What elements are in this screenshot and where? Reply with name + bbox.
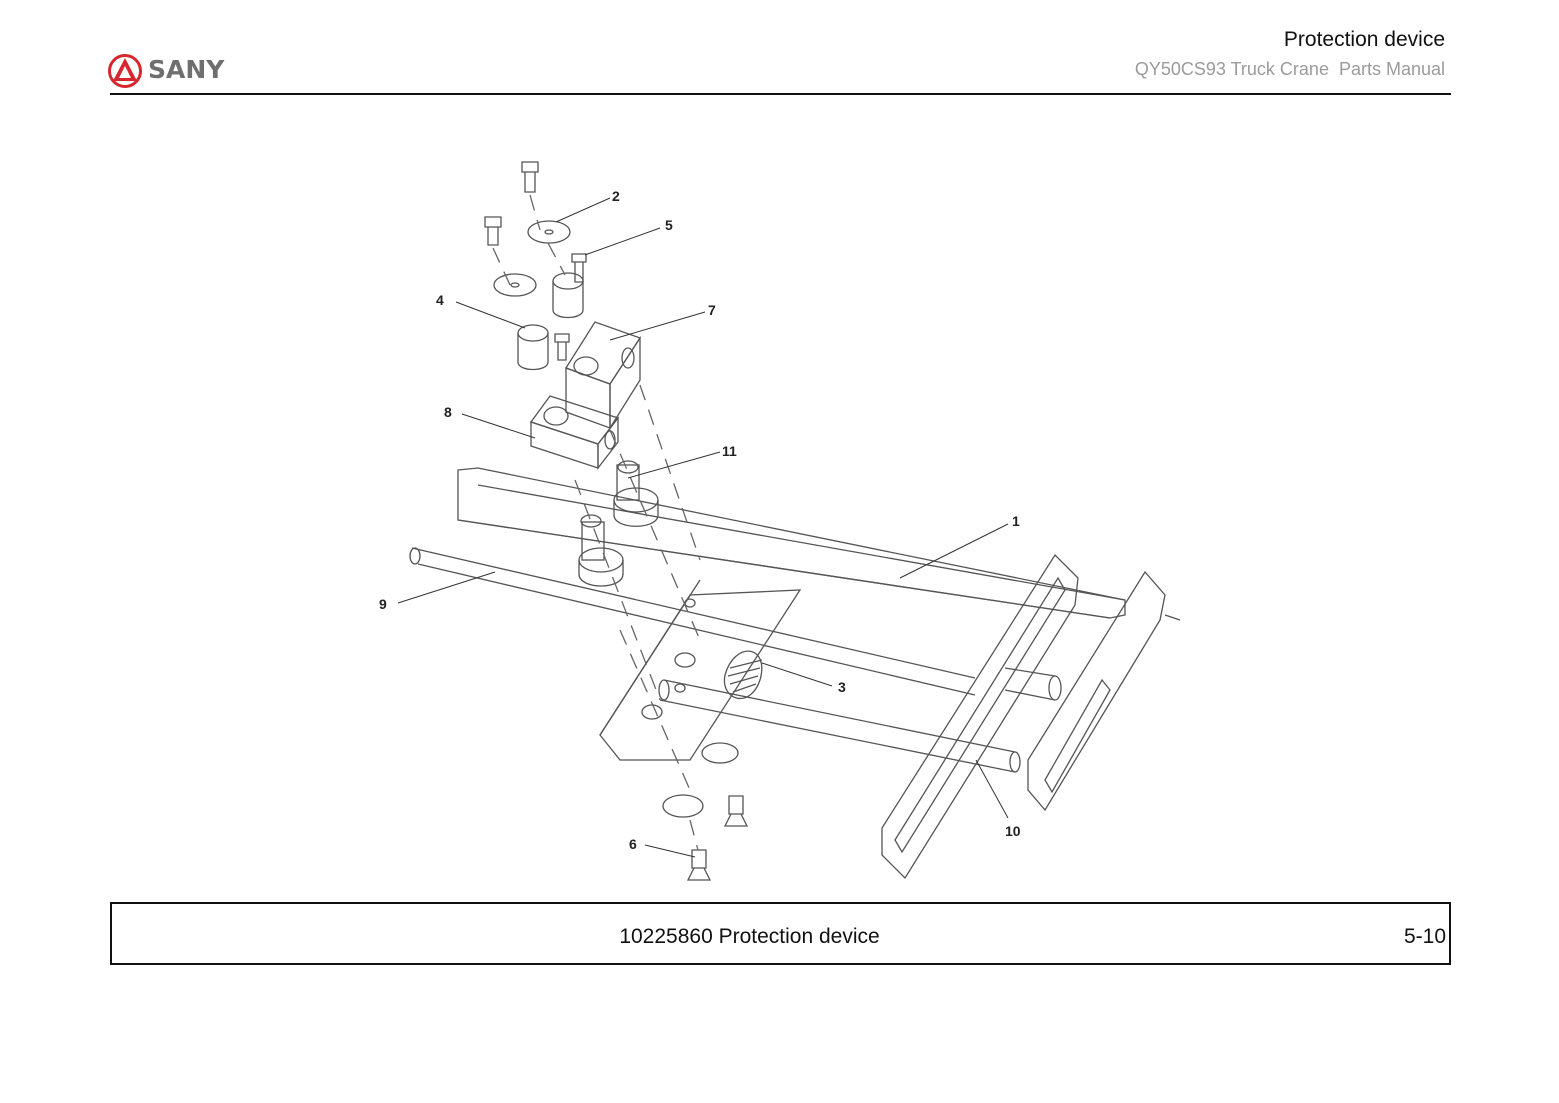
sany-triangle-icon xyxy=(108,54,142,88)
header-divider xyxy=(110,93,1451,95)
bushing-lower xyxy=(578,514,624,587)
callout-1: 1 xyxy=(1012,513,1020,529)
rod-9 xyxy=(411,547,976,696)
callout-11: 11 xyxy=(722,443,737,459)
callout-8: 8 xyxy=(444,404,452,420)
sany-logo: SANY xyxy=(108,51,236,91)
bolt-top-2 xyxy=(484,216,502,246)
block-8 xyxy=(529,395,620,470)
bolt-6 xyxy=(686,849,712,881)
manual-subtitle: QY50CS93 Truck Crane Parts Manual xyxy=(1134,59,1445,79)
bottom-bracket xyxy=(599,589,802,761)
main-frame-plate xyxy=(457,467,1126,619)
callout-7: 7 xyxy=(708,302,716,318)
spring-3 xyxy=(723,650,763,700)
callout-9: 9 xyxy=(379,596,387,612)
callout-6: 6 xyxy=(629,836,637,852)
washer-2 xyxy=(527,220,571,244)
washer-upper-left xyxy=(493,273,537,297)
bolt-lower xyxy=(723,795,749,827)
page-number: 5-10 xyxy=(1403,925,1446,948)
washer-lower-2 xyxy=(662,794,704,818)
brand-name: SANY xyxy=(148,55,225,84)
screw-mid xyxy=(554,333,570,361)
sleeve-upper xyxy=(552,272,584,319)
callout-4: 4 xyxy=(436,292,444,308)
page-title: Protection device xyxy=(1283,28,1445,51)
block-7 xyxy=(565,321,641,431)
end-plate-10 xyxy=(881,553,1079,880)
callout-2: 2 xyxy=(612,188,620,204)
washer-lower-1 xyxy=(701,742,739,764)
end-plate-right xyxy=(1027,570,1166,812)
callout-3: 3 xyxy=(838,679,846,695)
bushing-11 xyxy=(613,460,659,527)
callout-5: 5 xyxy=(665,217,673,233)
figure-caption: 10225860 Protection device xyxy=(619,925,880,948)
screw-5 xyxy=(571,253,587,283)
sleeve-4 xyxy=(517,324,549,371)
callout-10: 10 xyxy=(1005,823,1021,839)
footer-caption-box: 10225860 Protection device 5-10 xyxy=(110,902,1451,965)
bolt-top-1 xyxy=(521,161,539,193)
